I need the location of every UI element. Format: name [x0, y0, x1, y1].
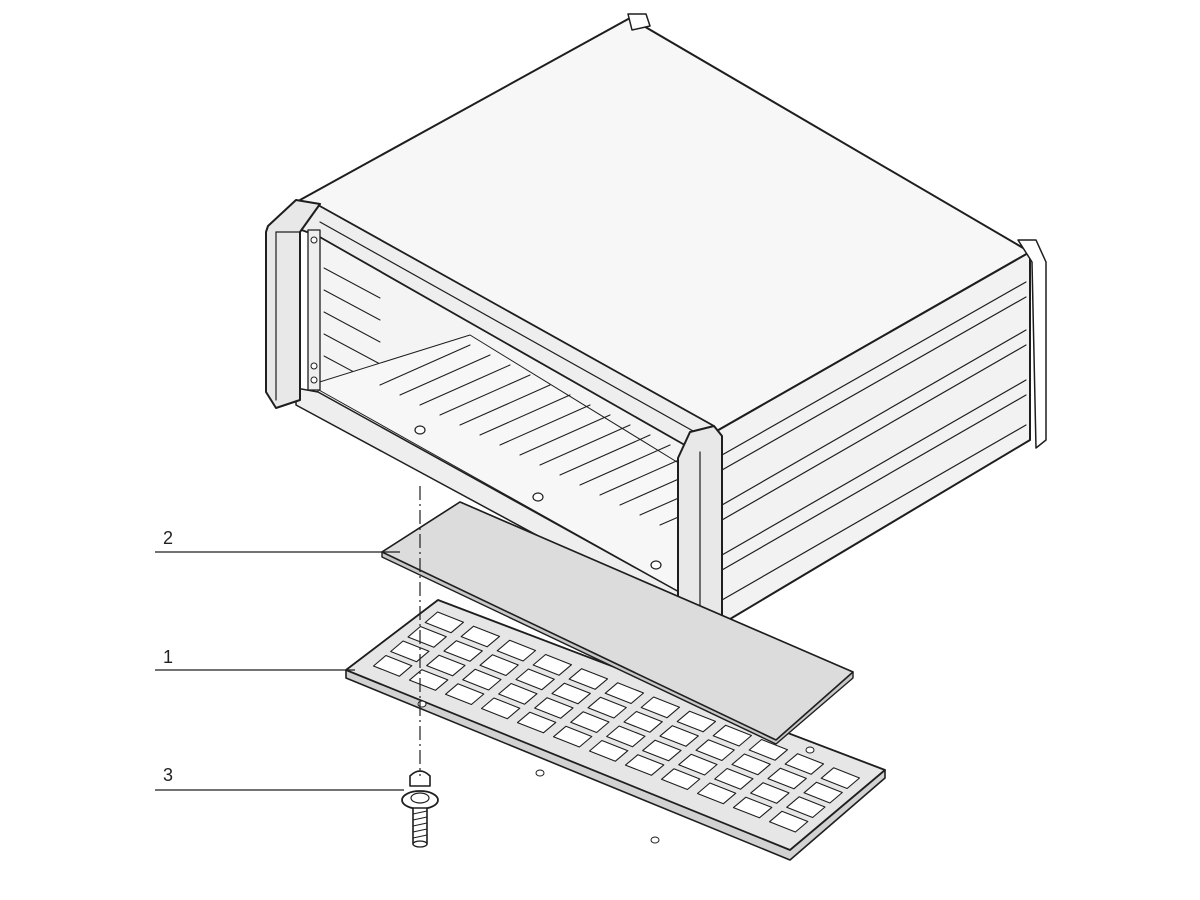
grille-opening [424, 611, 465, 634]
grille-opening [534, 697, 574, 719]
enclosure [265, 13, 1047, 641]
frame-hole-2 [535, 769, 545, 777]
callout-label-3: 3 [163, 765, 174, 785]
grille-opening [604, 682, 645, 705]
floor-hole-left [414, 425, 426, 435]
grille-opening [496, 639, 537, 662]
bottom-grille-frame [345, 599, 886, 861]
grille-opening [515, 668, 555, 691]
grille-opening [678, 753, 718, 776]
grille-opening [803, 781, 843, 804]
grille-opening [767, 767, 807, 790]
grille-opening [551, 682, 591, 705]
screw-foot [401, 770, 439, 848]
frame-hole-3 [650, 836, 660, 844]
grille-opening [642, 739, 682, 762]
grille-opening [443, 640, 483, 662]
grille-opening [712, 724, 753, 747]
grille-opening [731, 753, 771, 776]
interior-rails [323, 267, 381, 387]
back-corner-tab-top [627, 13, 651, 31]
grille-opening [372, 654, 413, 677]
callout-label-2: 2 [163, 528, 174, 548]
left-front-corner-post [265, 199, 321, 409]
grille-opening [659, 725, 699, 747]
grille-opening [696, 782, 737, 805]
grille-opening [462, 668, 502, 691]
frame-hole-1 [417, 700, 427, 708]
grille-opening [407, 625, 447, 648]
grille-opening [623, 710, 663, 733]
floor-hole-right [650, 560, 662, 570]
grille-opening [480, 697, 521, 720]
grille-opening [532, 653, 573, 676]
post-screw-bottom [310, 376, 318, 384]
grille-opening [479, 654, 519, 677]
grille-opening [426, 654, 466, 677]
grille-openings [372, 611, 861, 833]
grille-opening [768, 810, 809, 833]
grille-opening [660, 768, 701, 791]
grille-opening [588, 739, 629, 762]
callout-label-1: 1 [163, 647, 174, 667]
screw-threads [412, 810, 428, 839]
grille-opening [408, 669, 449, 691]
grille-opening [498, 682, 538, 705]
left-inner-post [307, 229, 321, 391]
filter-plate [381, 501, 854, 745]
floor-hole-middle [532, 492, 544, 502]
grille-opening [786, 796, 826, 819]
frame-hole-4 [805, 746, 815, 754]
grille-opening [695, 739, 735, 762]
grille-opening [640, 696, 681, 719]
leader-lines [155, 551, 404, 791]
grille-frame-top [345, 599, 886, 851]
grille-opening [750, 782, 790, 804]
grille-opening [444, 683, 485, 706]
grille-opening [748, 738, 789, 761]
grille-opening [624, 754, 665, 776]
filter-plate-top [381, 501, 854, 741]
grille-opening [820, 767, 861, 790]
grille-opening [784, 753, 825, 775]
grille-opening [552, 725, 593, 748]
grille-opening [676, 710, 717, 733]
side-panel-ribs [721, 281, 1027, 601]
grille-opening [606, 725, 646, 748]
grille-opening [587, 696, 627, 719]
grille-opening [568, 668, 609, 690]
screw-cap [409, 770, 431, 787]
post-screw-top [310, 236, 318, 244]
grille-opening [516, 711, 557, 734]
grille-opening [570, 711, 610, 734]
vent-slots [379, 344, 691, 526]
back-corner-tab-right [1017, 239, 1047, 449]
grille-opening [714, 767, 754, 790]
post-screw-middle [310, 362, 318, 370]
grille-opening [732, 796, 773, 819]
grille-opening [460, 625, 501, 648]
